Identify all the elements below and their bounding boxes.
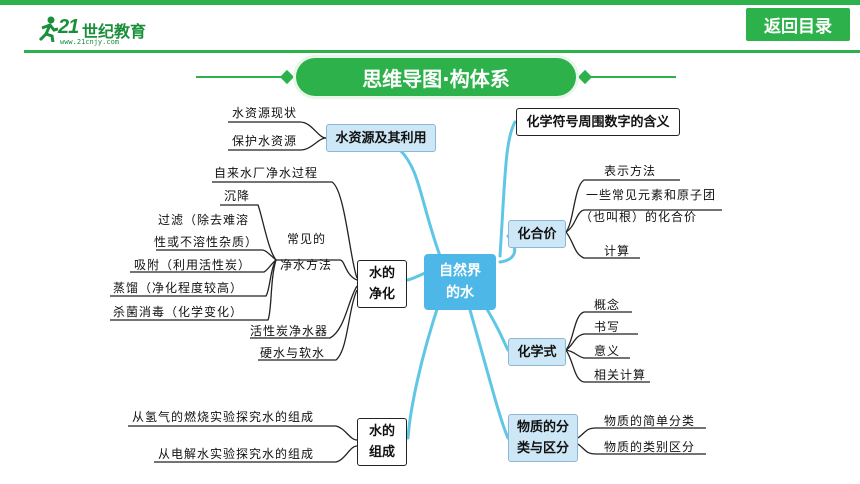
node-substance-classification: 物质的分 类与区分 [508, 414, 578, 462]
leaf-hard-soft-water: 硬水与软水 [260, 346, 326, 360]
leaf-method-sedimentation: 沉降 [224, 189, 251, 203]
leaf-method-filtration-1: 过滤（除去难溶 [158, 213, 250, 227]
leaf-valence-notation: 表示方法 [604, 164, 657, 178]
node-chemical-formula: 化学式 [508, 338, 566, 366]
leaf-formula-writing: 书写 [594, 320, 621, 334]
leaf-simple-classification: 物质的简单分类 [604, 414, 696, 428]
center-node: 自然界 的水 [424, 254, 496, 310]
leaf-valence-calculation: 计算 [604, 244, 631, 258]
leaf-method-distillation: 蒸馏（净化程度较高） [113, 281, 244, 295]
leaf-hydrogen-combustion: 从氢气的燃烧实验探究水的组成 [132, 410, 315, 424]
label-common-methods-2: 净水方法 [280, 258, 333, 272]
banner-right-line [580, 76, 676, 78]
logo-number: 21 [58, 16, 79, 38]
runner-icon [38, 16, 58, 42]
node-water-resources: 水资源及其利用 [326, 124, 436, 152]
composition-label-line1: 水的 [368, 424, 395, 439]
header-divider [24, 50, 860, 53]
back-to-contents-button[interactable]: 返回目录 [746, 8, 850, 41]
leaf-formula-calculation: 相关计算 [594, 368, 647, 382]
site-logo: 21 世纪教育 www.21cnjy.com [36, 16, 156, 46]
classification-label-line2: 类与区分 [516, 441, 569, 456]
node-water-composition: 水的 组成 [357, 418, 407, 466]
leaf-electrolysis: 从电解水实验探究水的组成 [158, 447, 315, 461]
center-label-line1: 自然界 [439, 263, 481, 279]
section-banner: 思维导图·构体系 [296, 58, 576, 96]
node-purification: 水的 净化 [357, 260, 407, 308]
leaf-method-disinfection: 杀菌消毒（化学变化） [113, 305, 244, 319]
leaf-formula-meaning: 意义 [594, 344, 621, 358]
leaf-formula-concept: 概念 [594, 298, 621, 312]
leaf-common-valences-1: 一些常见元素和原子团 [586, 188, 717, 202]
leaf-protect-water: 保护水资源 [232, 134, 298, 148]
leaf-category-distinction: 物质的类别区分 [604, 440, 696, 454]
leaf-method-adsorption: 吸附（利用活性炭） [134, 258, 252, 272]
leaf-water-status: 水资源现状 [232, 106, 298, 120]
banner-left-line [196, 76, 292, 78]
composition-label-line2: 组成 [368, 445, 395, 460]
purification-label-line2: 净化 [368, 287, 395, 302]
node-symbol-numbers: 化学符号周围数字的含义 [516, 108, 680, 136]
logo-brand-text: 世纪教育 [82, 22, 147, 41]
center-label-line2: 的水 [446, 285, 474, 301]
label-common-methods-1: 常见的 [287, 232, 327, 246]
leaf-carbon-purifier: 活性炭净水器 [250, 324, 329, 338]
leaf-common-valences-2: （也叫根）的化合价 [580, 210, 698, 224]
classification-label-line1: 物质的分 [516, 420, 569, 435]
node-valence: 化合价 [508, 220, 566, 248]
leaf-waterworks-process: 自来水厂净水过程 [214, 166, 319, 180]
leaf-method-filtration-2: 性或不溶性杂质） [154, 235, 259, 249]
purification-label-line1: 水的 [368, 266, 395, 281]
logo-url: www.21cnjy.com [60, 38, 120, 46]
top-accent-bar [0, 0, 860, 5]
